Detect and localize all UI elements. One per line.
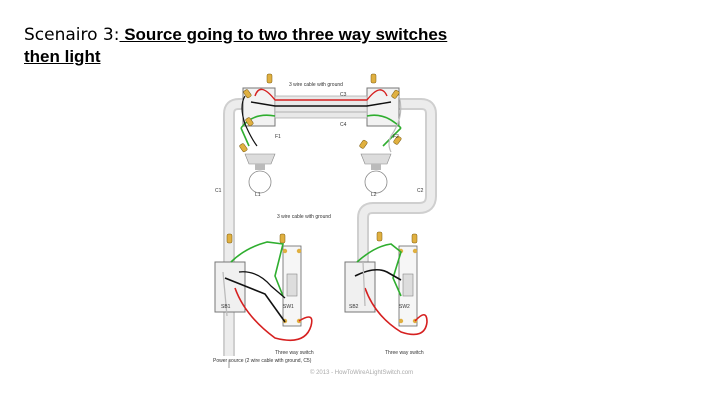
wire-green-left-fixture [240, 127, 250, 147]
title-lead: Scenairo 3: [24, 25, 120, 45]
label-c2: C2 [417, 188, 424, 194]
light-fixture-right [360, 153, 392, 194]
wire-green-sw2 [356, 243, 402, 297]
label-threeway-1: Three way switch [275, 350, 314, 356]
label-cable-top: 3 wire cable with ground [289, 82, 343, 88]
wire-black-sw1b [238, 271, 286, 299]
wire-nuts [226, 73, 418, 244]
wire-green-top-right [366, 114, 402, 129]
label-sb2: SB2 [349, 304, 359, 310]
wire-green-top-left [240, 114, 276, 129]
slide-title: Scenairo 3: Source going to two three wa… [24, 24, 447, 68]
wire-white-sw1 [222, 271, 228, 317]
wire-black-top [250, 101, 392, 107]
title-rest: Source going to two three way switches [119, 25, 448, 44]
wire-black-sw1 [224, 277, 286, 323]
wire-white-right-fixture [388, 95, 402, 153]
wiring-diagram: 3 wire cable with ground C3 C4 F1 F2 L1 … [213, 73, 437, 368]
wire-red-top [254, 88, 388, 101]
wire-black-sw2 [354, 268, 402, 281]
label-c3: C3 [340, 92, 347, 98]
label-l2: L2 [371, 192, 377, 198]
label-source: Power source (2 wire cable with ground, … [213, 358, 312, 364]
switch-box-1 [214, 261, 246, 313]
wire-red-sw1 [234, 287, 313, 342]
title-line2: then light [24, 47, 101, 66]
label-sw1: SW1 [283, 304, 294, 310]
label-sw2: SW2 [399, 304, 410, 310]
label-c4: C4 [340, 122, 347, 128]
label-f2: F2 [393, 134, 399, 140]
wire-white-sw2 [362, 261, 366, 307]
wire-green-right-fixture [382, 127, 402, 147]
wire-green-sw1 [230, 241, 284, 297]
light-fixture-left [244, 153, 276, 194]
wire-black-left-fixture [241, 95, 258, 147]
label-l1: L1 [255, 192, 261, 198]
label-sb1: SB1 [221, 304, 231, 310]
wire-red-sw2 [364, 287, 428, 336]
label-cable-mid: 3 wire cable with ground [277, 214, 331, 220]
label-c1: C1 [215, 188, 222, 194]
label-threeway-2: Three way switch [385, 350, 424, 356]
image-credit: © 2013 - HowToWireALightSwitch.com [310, 370, 414, 376]
label-f1: F1 [275, 134, 281, 140]
